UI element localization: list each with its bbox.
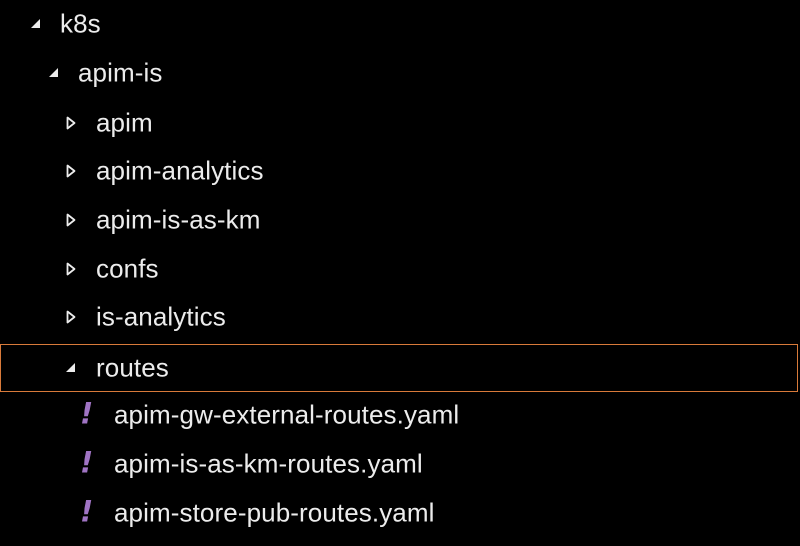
yaml-file-icon: !	[80, 494, 94, 529]
file-label: apim-store-pub-routes.yaml	[114, 497, 435, 528]
chevron-right-icon[interactable]	[63, 212, 79, 228]
tree-item-label: apim-analytics	[96, 155, 264, 186]
file-label: apim-gw-external-routes.yaml	[114, 399, 460, 430]
chevron-down-icon[interactable]	[28, 16, 44, 32]
yaml-file-icon: !	[80, 445, 94, 480]
tree-item-label: is-analytics	[96, 301, 226, 332]
chevron-right-icon[interactable]	[63, 115, 79, 131]
tree-item-confs[interactable]: confs	[0, 245, 798, 293]
tree-item-k8s[interactable]: k8s	[0, 0, 798, 48]
tree-item-apim-analytics[interactable]: apim-analytics	[0, 147, 798, 195]
chevron-right-icon[interactable]	[63, 163, 79, 179]
tree-item-routes[interactable]: routes	[0, 344, 798, 392]
tree-file-apim-store-pub-routes[interactable]: ! apim-store-pub-routes.yaml	[0, 489, 798, 537]
tree-item-apim-is[interactable]: apim-is	[0, 49, 798, 97]
tree-item-apim[interactable]: apim	[0, 99, 798, 147]
tree-item-label: k8s	[60, 8, 101, 39]
tree-item-is-analytics[interactable]: is-analytics	[0, 293, 798, 341]
tree-item-apim-is-as-km[interactable]: apim-is-as-km	[0, 196, 798, 244]
chevron-right-icon[interactable]	[63, 309, 79, 325]
tree-item-label: apim-is	[78, 57, 163, 88]
tree-item-label: apim	[96, 107, 153, 138]
chevron-down-icon[interactable]	[46, 65, 62, 81]
tree-item-label: routes	[96, 352, 169, 383]
chevron-right-icon[interactable]	[63, 261, 79, 277]
yaml-file-icon: !	[80, 396, 94, 431]
chevron-down-icon[interactable]	[63, 360, 79, 376]
tree-item-label: apim-is-as-km	[96, 204, 261, 235]
tree-file-apim-is-as-km-routes[interactable]: ! apim-is-as-km-routes.yaml	[0, 440, 798, 488]
file-label: apim-is-as-km-routes.yaml	[114, 448, 423, 479]
tree-file-apim-gw-external-routes[interactable]: ! apim-gw-external-routes.yaml	[0, 391, 798, 439]
tree-item-label: confs	[96, 253, 159, 284]
